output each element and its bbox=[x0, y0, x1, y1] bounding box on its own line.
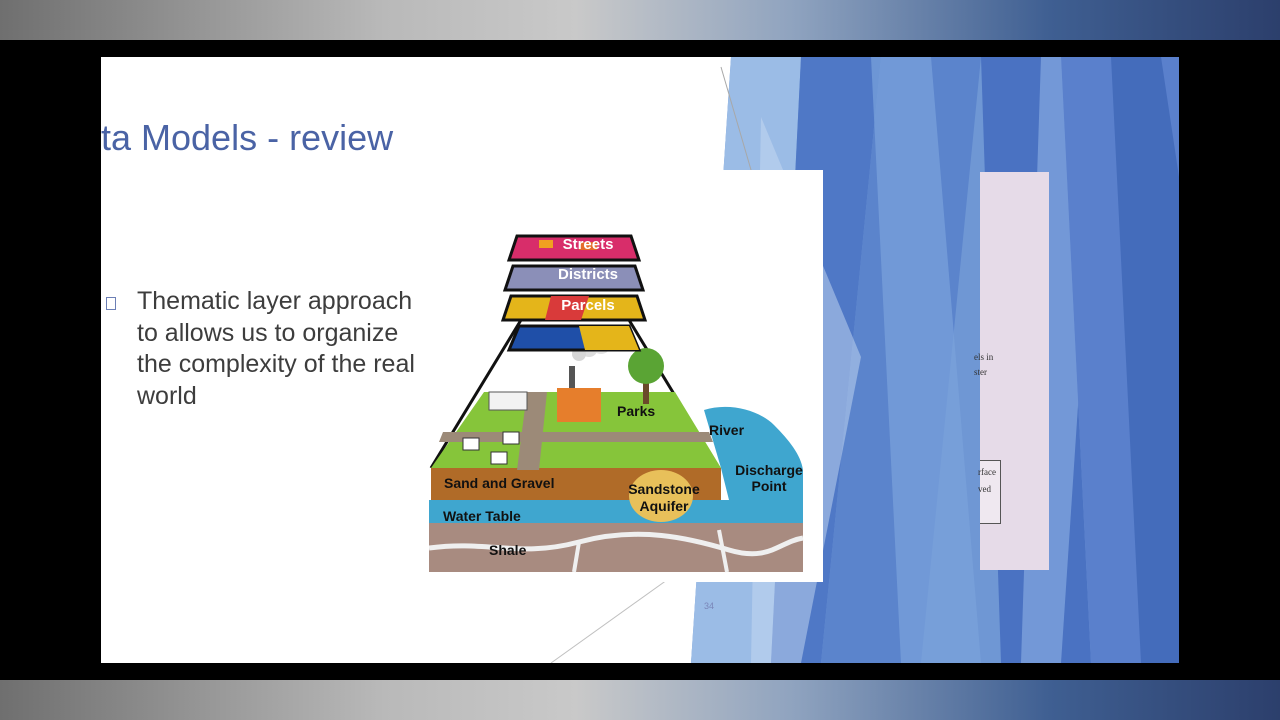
video-letterbox-top bbox=[0, 0, 1280, 40]
layer-label-streets: Streets bbox=[562, 236, 614, 253]
background-slide-fragment: ster bbox=[974, 367, 987, 377]
presentation-slide: els in ster rface ved ta Models - review… bbox=[101, 57, 1179, 663]
thematic-layers-illustration bbox=[429, 234, 804, 573]
video-letterbox-bottom bbox=[0, 680, 1280, 720]
slide-page-number: 34 bbox=[704, 601, 715, 611]
layer-label-parcels: Parcels bbox=[561, 297, 615, 314]
bullet-icon bbox=[106, 297, 116, 310]
label-sandstone-aquifer: Sandstone Aquifer bbox=[628, 481, 700, 514]
label-parks: Parks bbox=[617, 403, 656, 419]
label-water-table: Water Table bbox=[443, 508, 521, 524]
thematic-layers-image-panel: Land Use Streets Districts Parcels Parks… bbox=[419, 170, 823, 582]
label-river: River bbox=[709, 422, 745, 438]
bullet-text: Thematic layer approach to allows us to … bbox=[137, 287, 415, 410]
label-shale: Shale bbox=[489, 542, 527, 558]
label-discharge-point: Discharge Point bbox=[735, 462, 803, 494]
slide-title: ta Models - review bbox=[101, 117, 394, 158]
background-slide-fragment: ved bbox=[978, 484, 991, 494]
layer-label-land-use: Land Use bbox=[554, 205, 622, 222]
background-slide-fragment: rface bbox=[978, 467, 996, 477]
layer-label-districts: Districts bbox=[557, 266, 619, 283]
background-slide-legend bbox=[980, 460, 1001, 524]
background-slide-fragment: els in bbox=[974, 352, 994, 362]
label-sand-gravel: Sand and Gravel bbox=[444, 475, 555, 491]
